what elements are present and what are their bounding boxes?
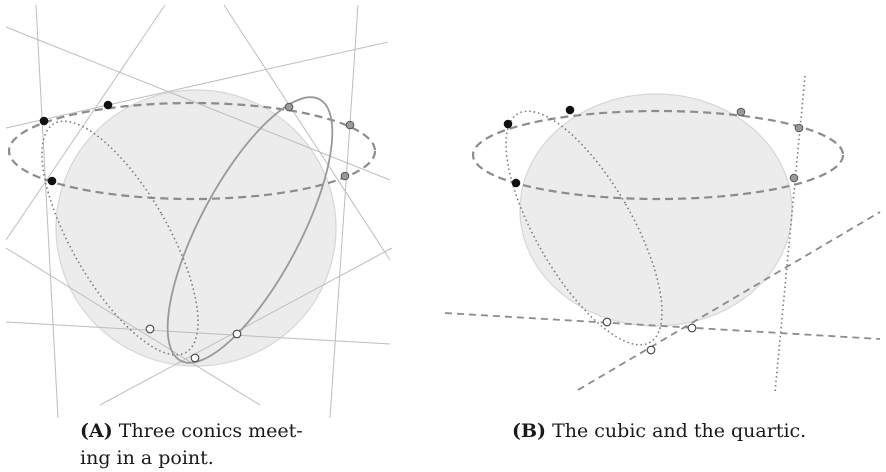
panel-b-dashed-line bbox=[444, 312, 881, 340]
panel-b-caption-text: The cubic and the quartic. bbox=[552, 420, 807, 442]
panel-a-solid-conic bbox=[166, 96, 334, 364]
panel-a-caption-line2: ing in a point. bbox=[80, 447, 214, 469]
panel-a-point bbox=[284, 102, 294, 112]
panel-b-point bbox=[687, 323, 697, 333]
panel-a-caption: (A) Three conics meet- ing in a point. bbox=[80, 418, 350, 472]
panel-a-thin-lines bbox=[5, 4, 393, 419]
panel-b-dotted-line bbox=[774, 75, 806, 393]
panel-b-caption: (B) The cubic and the quartic. bbox=[512, 418, 852, 445]
panel-b-point bbox=[565, 105, 575, 115]
panel-a-point bbox=[345, 120, 355, 130]
panel-a bbox=[5, 4, 393, 419]
panel-b-point bbox=[511, 178, 521, 188]
panel-a-point bbox=[232, 329, 242, 339]
panel-a-caption-label: (A) bbox=[80, 420, 113, 442]
panel-b-point bbox=[736, 107, 746, 117]
panel-a-white-points bbox=[145, 324, 242, 363]
panel-b-dashed-line bbox=[577, 211, 881, 391]
panel-a-dashed-conic bbox=[7, 101, 377, 201]
panel-b-point bbox=[646, 345, 656, 355]
panel-a-point bbox=[47, 176, 57, 186]
panel-a-point bbox=[145, 324, 155, 334]
panel-a-dotted-conic bbox=[41, 120, 199, 356]
panel-a-black-points bbox=[39, 100, 113, 186]
panel-b-disk bbox=[519, 93, 793, 327]
panel-a-caption-text: Three conics meet- bbox=[118, 420, 303, 442]
panel-a-caption-line1: (A) Three conics meet- bbox=[80, 418, 350, 445]
panel-b-dashed-conic bbox=[471, 109, 845, 201]
panel-a-gray-points bbox=[284, 102, 355, 181]
panel-b-white-points bbox=[602, 317, 697, 355]
panel-a-point bbox=[190, 353, 200, 363]
panel-a-point bbox=[39, 116, 49, 126]
panel-b-point bbox=[602, 317, 612, 327]
panel-b-point bbox=[789, 173, 799, 183]
panel-b-caption-label: (B) bbox=[512, 420, 547, 442]
panel-b-dotted-conic bbox=[505, 110, 663, 346]
panel-b bbox=[444, 75, 881, 393]
panel-b-black-points bbox=[503, 105, 575, 188]
panel-b-gray-points bbox=[736, 107, 804, 183]
panel-a-point bbox=[340, 171, 350, 181]
panel-b-point bbox=[503, 119, 513, 129]
panel-b-point bbox=[794, 123, 804, 133]
panel-a-point bbox=[103, 100, 113, 110]
